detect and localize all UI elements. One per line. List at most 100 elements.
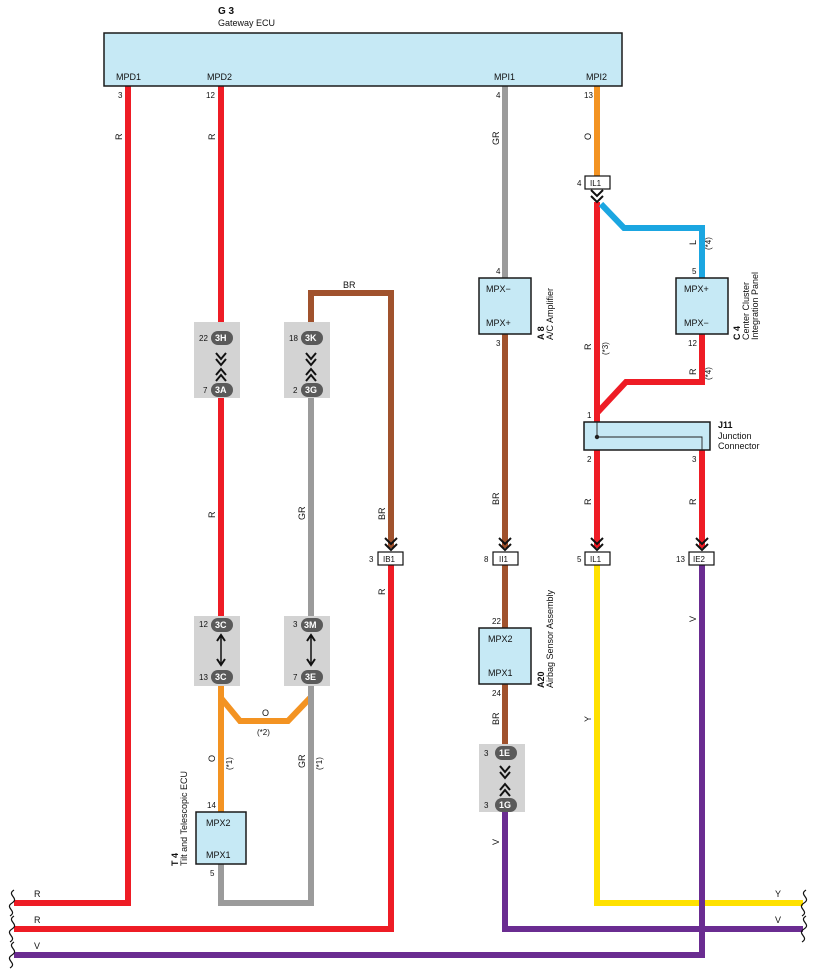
label-o-mid: O	[262, 708, 269, 718]
conn-code: 3C	[215, 672, 227, 682]
conn-code: 3G	[305, 385, 317, 395]
conn-num: 3	[293, 620, 298, 629]
jtag-num: 4	[577, 179, 582, 188]
conn-num: 12	[199, 620, 208, 629]
label-bus-y-right: Y	[775, 889, 781, 899]
j11-name1: Junction	[718, 431, 752, 441]
label-v-ie2: V	[688, 616, 698, 622]
junction-tag-il1-top: 4 IL1	[577, 175, 611, 204]
jtag-num: 3	[369, 555, 374, 564]
label-gr-3e-note: (*1)	[315, 757, 324, 770]
airbag-sensor-assembly: 22 MPX2 MPX1 24 A20 Airbag Sensor Assemb…	[478, 589, 555, 698]
ac-amp-pin-top: MPX−	[486, 284, 511, 294]
label-w3: GR	[491, 131, 501, 145]
conn-num: 7	[293, 673, 298, 682]
conn-code: 1E	[499, 748, 510, 758]
wire-labels: R R GR O BR L (*4) R (*3) R (*4) R GR BR…	[34, 131, 781, 951]
ac-amp-num-bot: 3	[496, 339, 501, 348]
label-bus-v-right: V	[775, 915, 781, 925]
jtag-code: IL1	[590, 555, 602, 564]
junction-tag-il1-bottom: 5 IL1	[577, 537, 611, 566]
wire-red-c4-j11	[595, 334, 705, 415]
label-br-ib1: BR	[377, 507, 387, 520]
jtag-code: II1	[499, 555, 508, 564]
gateway-box	[103, 32, 623, 87]
connector-pair-3k-3g: 18 3K 2 3G	[284, 322, 330, 398]
label-v-1g: V	[491, 839, 501, 845]
label-gr-3e: GR	[297, 754, 307, 768]
jtag-num: 5	[577, 555, 582, 564]
gateway-ecu: G 3 Gateway ECU MPD1 MPD2 MPI1 MPI2 3 12…	[103, 6, 623, 100]
c4-name2: Integration Panel	[750, 272, 760, 340]
junction-tag-ib1: 3 IB1	[369, 537, 404, 566]
conn-code: 3M	[304, 620, 317, 630]
label-o-mid-note: (*2)	[257, 728, 270, 737]
gateway-name: Gateway ECU	[218, 18, 275, 28]
label-r-j3: R	[688, 498, 698, 505]
airbag-pin-bot: MPX1	[488, 668, 513, 678]
wire-orange-3c-3e	[218, 695, 313, 724]
jtag-code: IL1	[590, 179, 602, 188]
j11-num3: 3	[692, 455, 697, 464]
airbag-name: Airbag Sensor Assembly	[545, 589, 555, 688]
label-br-amp: BR	[491, 492, 501, 505]
ac-amp-box	[478, 277, 532, 335]
ac-amp-num-top: 4	[496, 267, 501, 276]
wire-blue-il1-c4	[598, 201, 705, 278]
label-y: Y	[583, 716, 593, 722]
c4-pin-top: MPX+	[684, 284, 709, 294]
label-gr-3g: GR	[297, 506, 307, 520]
tilt-num-top: 14	[207, 801, 216, 810]
c4-num-top: 5	[692, 267, 697, 276]
tilt-id: T 4	[170, 853, 180, 866]
continuation-brace-left	[8, 889, 16, 969]
conn-code: 1G	[499, 800, 511, 810]
airbag-id: A20	[536, 671, 546, 688]
label-o-left-note: (*1)	[225, 757, 234, 770]
jtag-code: IE2	[693, 555, 706, 564]
connector-pair-1e-1g: 3 1E 3 1G	[479, 744, 525, 812]
c4-box	[675, 277, 729, 335]
conn-code: 3H	[215, 333, 227, 343]
gateway-pin-mpi2: MPI2	[586, 72, 607, 82]
connector-pair-3h-3a: 22 3H 7 3A	[194, 322, 240, 398]
label-l-note: (*4)	[704, 237, 713, 250]
label-w2: R	[207, 133, 217, 140]
ac-amp-id: A 8	[536, 326, 546, 340]
airbag-box	[478, 627, 532, 685]
label-w4: O	[583, 133, 593, 140]
ac-amplifier: 4 MPX− MPX+ 3 A 8 A/C Amplifier	[478, 267, 555, 348]
label-w1: R	[114, 133, 124, 140]
j11-num1: 1	[587, 411, 592, 420]
tilt-telescopic-ecu: 14 MPX2 MPX1 5 T 4 Tilt and Telescopic E…	[170, 771, 247, 878]
label-r-il1-note: (*3)	[601, 342, 610, 355]
label-r-c4: R	[688, 368, 698, 375]
conn-num: 18	[289, 334, 298, 343]
center-cluster-panel: 5 MPX+ MPX− 12 C 4 Center Cluster Integr…	[675, 267, 760, 348]
c4-pin-bot: MPX−	[684, 318, 709, 328]
conn-code: 3A	[215, 385, 227, 395]
tilt-pin-bot: MPX1	[206, 850, 231, 860]
wire-gray-tilt-3e	[218, 684, 314, 906]
c4-name1: Center Cluster	[741, 282, 751, 340]
tilt-pin-top: MPX2	[206, 818, 231, 828]
conn-code: 3K	[305, 333, 317, 343]
gateway-pin-mpi1: MPI1	[494, 72, 515, 82]
gateway-num-mpd2: 12	[206, 91, 215, 100]
label-br-airbag: BR	[491, 712, 501, 725]
airbag-num-bot: 24	[492, 689, 501, 698]
junction-tag-ii1: 8 II1	[484, 537, 519, 566]
gateway-num-mpi1: 4	[496, 91, 501, 100]
gateway-id: G 3	[218, 6, 235, 17]
wire-yellow-il1-bus	[594, 565, 803, 906]
label-r-mpd2-mid: R	[207, 511, 217, 518]
wire-brown-3k-ib1	[308, 290, 394, 548]
ac-amp-name: A/C Amplifier	[545, 288, 555, 340]
c4-num-bot: 12	[688, 339, 697, 348]
tilt-num-bot: 5	[210, 869, 215, 878]
jtag-num: 13	[676, 555, 685, 564]
tilt-box	[195, 811, 247, 865]
label-r-c4-note: (*4)	[704, 367, 713, 380]
conn-num: 3	[484, 801, 489, 810]
j11-num2: 2	[587, 455, 592, 464]
